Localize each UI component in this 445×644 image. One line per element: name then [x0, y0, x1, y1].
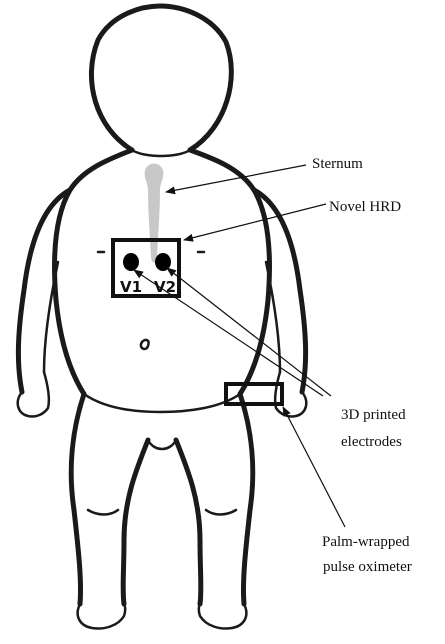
electrode-v1-arrow: [134, 270, 323, 396]
right-leg-inner: [176, 440, 201, 604]
oximeter-label-line1: Palm-wrapped: [322, 534, 410, 550]
right-leg-outline: [240, 394, 253, 604]
pulse-oximeter-box: [226, 384, 282, 404]
electrode-v2: [155, 253, 171, 271]
navel: [141, 340, 149, 349]
belly-line: [84, 394, 240, 412]
head-outline: [91, 6, 231, 150]
torso-right-outline: [190, 150, 269, 394]
electrodes-label-line1: 3D printed: [341, 407, 406, 423]
neck-outline: [132, 150, 190, 156]
novel-hrd-label: Novel HRD: [329, 199, 401, 215]
left-foot: [78, 604, 126, 629]
hrd-arrow: [184, 204, 326, 240]
sternum-shape: [145, 164, 164, 263]
right-foot: [199, 604, 247, 629]
right-knee: [206, 510, 236, 515]
electrode-v1: [123, 253, 139, 271]
left-knee: [88, 510, 118, 515]
crotch: [148, 440, 176, 449]
left-leg-inner: [123, 440, 148, 604]
electrode-v1-label: V1: [120, 278, 142, 296]
electrode-v2-label: V2: [154, 278, 176, 296]
electrodes-label-line2: electrodes: [341, 434, 402, 450]
oximeter-label-line2: pulse oximeter: [323, 559, 412, 575]
sternum-label: Sternum: [312, 156, 363, 172]
torso-left-outline: [55, 150, 132, 394]
oximeter-arrow: [283, 407, 345, 527]
infant-figure: [18, 6, 307, 629]
left-leg-outline: [71, 394, 84, 604]
